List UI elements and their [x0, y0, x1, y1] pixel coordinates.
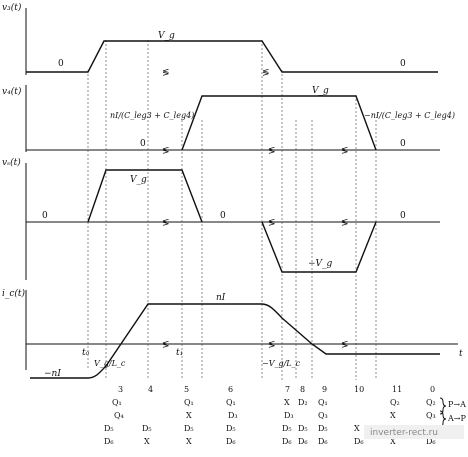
svg-text:Q₃: Q₃: [318, 411, 328, 420]
svg-text:Q₂: Q₂: [426, 398, 436, 407]
brace-label-p-to-a: P→A: [448, 400, 466, 409]
t1-label: t₁: [176, 348, 183, 358]
svg-text:9: 9: [322, 385, 327, 394]
brace-a-to-p: [439, 410, 447, 428]
svg-text:≶: ≶: [268, 218, 276, 228]
svg-text:X: X: [390, 437, 396, 446]
conduction-table: Q₁ Q₁ Q₁ X D₂ Q₁ Q₂ Q₂ Q₄ X D₃ D₃ Q₃ X Q…: [104, 398, 436, 446]
axis-break-marks: ≶ ≶ ≶ ≶ ≶ ≶ ≶ ≶ ≶ ≶ ≶: [162, 68, 349, 350]
svg-text:X: X: [284, 398, 290, 407]
svg-text:D₃: D₃: [284, 411, 294, 420]
ic-ni-label: nI: [216, 293, 226, 303]
svg-text:Q₁: Q₁: [318, 398, 328, 407]
svg-text:Q₁: Q₁: [184, 398, 194, 407]
svg-text:≶: ≶: [162, 68, 170, 78]
vs-neg-vg-label: −V_g: [308, 259, 333, 269]
svg-text:≶: ≶: [162, 146, 170, 156]
vs-negative-pulse: [261, 221, 377, 273]
svg-text:D₆: D₆: [318, 437, 328, 446]
svg-text:Q₄: Q₄: [114, 411, 124, 420]
svg-text:≶: ≶: [341, 218, 349, 228]
svg-text:Q₂: Q₂: [390, 398, 400, 407]
svg-text:11: 11: [392, 385, 402, 394]
svg-text:≶: ≶: [341, 146, 349, 156]
vs-vg-label: V_g: [130, 175, 147, 185]
v4-zero-label: 0: [140, 139, 146, 149]
svg-text:Q₁: Q₁: [226, 398, 236, 407]
svg-text:6: 6: [228, 385, 233, 394]
vs-axis-label: vₛ(t): [2, 157, 21, 168]
svg-text:D₆: D₆: [104, 437, 114, 446]
svg-text:X: X: [144, 437, 150, 446]
watermark: inverter-rect.ru: [370, 428, 438, 438]
svg-text:D₅: D₅: [226, 424, 236, 433]
ic-neg-ni-label: −nI: [44, 369, 61, 379]
vs-zero-left-label: 0: [42, 211, 48, 221]
svg-text:D₆: D₆: [282, 437, 292, 446]
svg-text:≶: ≶: [162, 340, 170, 350]
svg-text:7: 7: [285, 385, 290, 394]
svg-text:D₆: D₆: [226, 437, 236, 446]
svg-text:10: 10: [354, 385, 364, 394]
svg-text:Q₁: Q₁: [112, 398, 122, 407]
time-axis-label: t: [459, 349, 463, 359]
svg-text:X: X: [354, 424, 360, 433]
svg-text:D₆: D₆: [354, 437, 364, 446]
svg-text:8: 8: [300, 385, 305, 394]
vs-positive-pulse: [87, 169, 203, 223]
svg-text:5: 5: [184, 385, 189, 394]
t0-label: t₀: [82, 348, 90, 358]
svg-text:D₅: D₅: [282, 424, 292, 433]
svg-text:D₆: D₆: [298, 437, 308, 446]
vs-zero-right-label: 0: [400, 211, 406, 221]
v4-zero-right-label: 0: [400, 139, 406, 149]
v3-zero-label: 0: [58, 59, 64, 69]
svg-text:0: 0: [430, 385, 435, 394]
svg-text:X: X: [390, 411, 396, 420]
svg-text:≶: ≶: [162, 218, 170, 228]
svg-text:4: 4: [148, 385, 153, 394]
ic-slope-up-label: V_g/L_c: [94, 359, 126, 368]
v4-axis-label: v₄(t): [2, 86, 22, 97]
brace-label-a-to-p: A→P: [447, 414, 466, 423]
svg-text:D₅: D₅: [318, 424, 328, 433]
svg-text:D₂: D₂: [298, 398, 308, 407]
ic-axis-label: i_c(t): [2, 288, 26, 299]
svg-text:3: 3: [118, 385, 123, 394]
v3-waveform: [26, 40, 438, 73]
svg-text:D₆: D₆: [426, 437, 436, 446]
watermark-box: [364, 425, 464, 439]
svg-text:D₃: D₃: [228, 411, 238, 420]
svg-text:Q₃: Q₃: [426, 411, 436, 420]
svg-text:D₅: D₅: [298, 424, 308, 433]
svg-text:X: X: [186, 411, 192, 420]
svg-text:D₅: D₅: [104, 424, 114, 433]
cap-charge-down-label: −nI/(C_leg3 + C_leg4): [364, 111, 455, 120]
v3-axis-label: v₃(t): [2, 2, 22, 13]
interval-guide-lines: [87, 40, 377, 380]
v3-zero-right-label: 0: [400, 59, 406, 69]
svg-text:D₅: D₅: [142, 424, 152, 433]
v4-waveform: [181, 95, 377, 151]
ic-waveform: [30, 303, 440, 379]
v4-vg-label: V_g: [312, 86, 329, 96]
v3-vg-label: V_g: [158, 31, 175, 41]
svg-text:≶: ≶: [262, 68, 270, 78]
interval-numbers: 3 4 5 6 7 8 9 10 11 0: [118, 385, 435, 394]
svg-text:≶: ≶: [268, 340, 276, 350]
svg-text:≶: ≶: [341, 340, 349, 350]
svg-text:D₅: D₅: [184, 424, 194, 433]
vs-zero-mid-label: 0: [220, 211, 226, 221]
ic-slope-down-label: −V_g/L_c: [262, 359, 301, 368]
cap-charge-up-label: nI/(C_leg3 + C_leg4): [110, 111, 194, 120]
svg-text:≶: ≶: [268, 146, 276, 156]
svg-text:X: X: [186, 437, 192, 446]
